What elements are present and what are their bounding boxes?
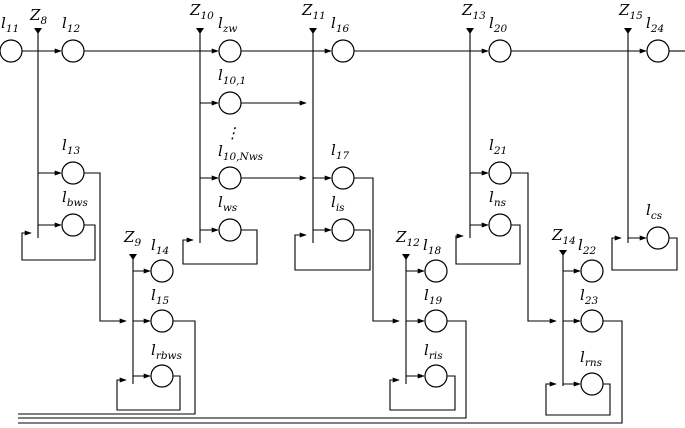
place-l19 [424,309,448,333]
label-l20: l20 [489,14,507,35]
label-l23: l23 [580,286,598,307]
place-l21 [488,161,512,185]
place-l22 [580,259,604,283]
place-l20 [488,39,512,63]
label-l12: l12 [62,14,80,35]
label-l17: l17 [331,141,349,162]
transition-z10: Z10 [189,1,214,243]
loop-lws [182,229,258,265]
arcs [22,48,685,387]
arc-l17-z12 [354,177,400,324]
transition-z12-label: Z12 [395,228,420,249]
transition-z8: Z8 [29,6,47,238]
label-l15: l15 [151,286,169,307]
place-l16 [331,39,355,63]
place-l12 [61,39,85,63]
place-lbws [61,213,85,237]
place-lris [424,364,448,388]
transition-z14-label: Z14 [551,226,576,247]
arc-l13-z9 [84,172,127,324]
transition-z9: Z9 [123,228,141,384]
label-l22: l22 [578,236,596,257]
place-lcs [646,226,670,250]
place-lws [218,218,242,242]
label-lris: lris [424,341,443,362]
return-line-l23 [18,320,623,424]
label-lbws: lbws [62,188,89,209]
place-lrns [580,372,604,396]
label-l13: l13 [62,136,80,157]
place-lzw [218,39,242,63]
transition-z11-marker [309,28,317,34]
transition-z9-marker [129,254,137,260]
transition-z14-marker [559,250,567,256]
transition-z13-label: Z13 [461,1,486,22]
transition-z13: Z13 [461,1,486,238]
place-l23 [580,309,604,333]
place-l18 [424,259,448,283]
loop-lrns [545,381,611,416]
label-lws: lws [218,193,238,214]
place-l17 [331,166,355,190]
transition-z8-marker [34,28,42,34]
place-lis [331,218,355,242]
transition-z11: Z11 [301,1,326,243]
place-l101 [218,91,242,115]
transition-z12-marker [402,254,410,260]
loop-lrbws [116,375,181,411]
place-l15 [150,309,174,333]
transition-z10-label: Z10 [189,1,214,22]
loop-lbws [21,224,96,261]
places [0,39,670,396]
transition-z10-marker [196,28,204,34]
transition-z12: Z12 [395,228,420,384]
transition-z15-marker [624,28,632,34]
label-l24: l24 [646,14,664,35]
place-l11 [0,39,23,63]
return-lines [18,320,623,424]
label-l16: l16 [331,14,349,35]
label-lns: lns [489,188,507,209]
label-lrns: lrns [580,348,603,369]
transition-z11-label: Z11 [301,1,326,22]
loop-lis [294,229,371,271]
ellipsis-dots: ⋮ [225,124,240,142]
place-l24 [646,39,670,63]
transition-z13-marker [466,28,474,34]
feedback-loops [21,224,678,416]
place-l10n [218,166,242,190]
label-lcs: lcs [646,201,663,222]
label-l101: l10,1 [218,66,246,87]
place-l14 [150,259,174,283]
label-l11: l11 [1,14,19,35]
place-labels: l11 l12 l13 lbws l14 l15 lrbws lzw l10,1… [1,14,664,369]
return-line-l19 [18,320,467,419]
arc-l21-z14 [511,172,557,324]
label-lis: lis [331,193,345,214]
transition-z15: Z15 [618,1,643,243]
label-l14: l14 [151,236,169,257]
transition-z9-label: Z9 [123,228,141,249]
transition-z14: Z14 [551,226,576,386]
place-l13 [61,161,85,185]
label-l18: l18 [423,236,441,257]
label-l10n: l10,Nws [218,142,264,163]
transition-z15-label: Z15 [618,1,643,22]
loop-lris [389,375,456,411]
loop-lns [455,224,521,265]
place-lrbws [150,364,174,388]
label-lrbws: lrbws [151,341,183,362]
place-lns [488,213,512,237]
label-l19: l19 [424,286,442,307]
label-lzw: lzw [218,14,237,35]
return-line-l15 [18,320,196,415]
loop-lcs [611,235,678,271]
label-l21: l21 [489,136,507,157]
transition-z8-label: Z8 [29,6,47,27]
